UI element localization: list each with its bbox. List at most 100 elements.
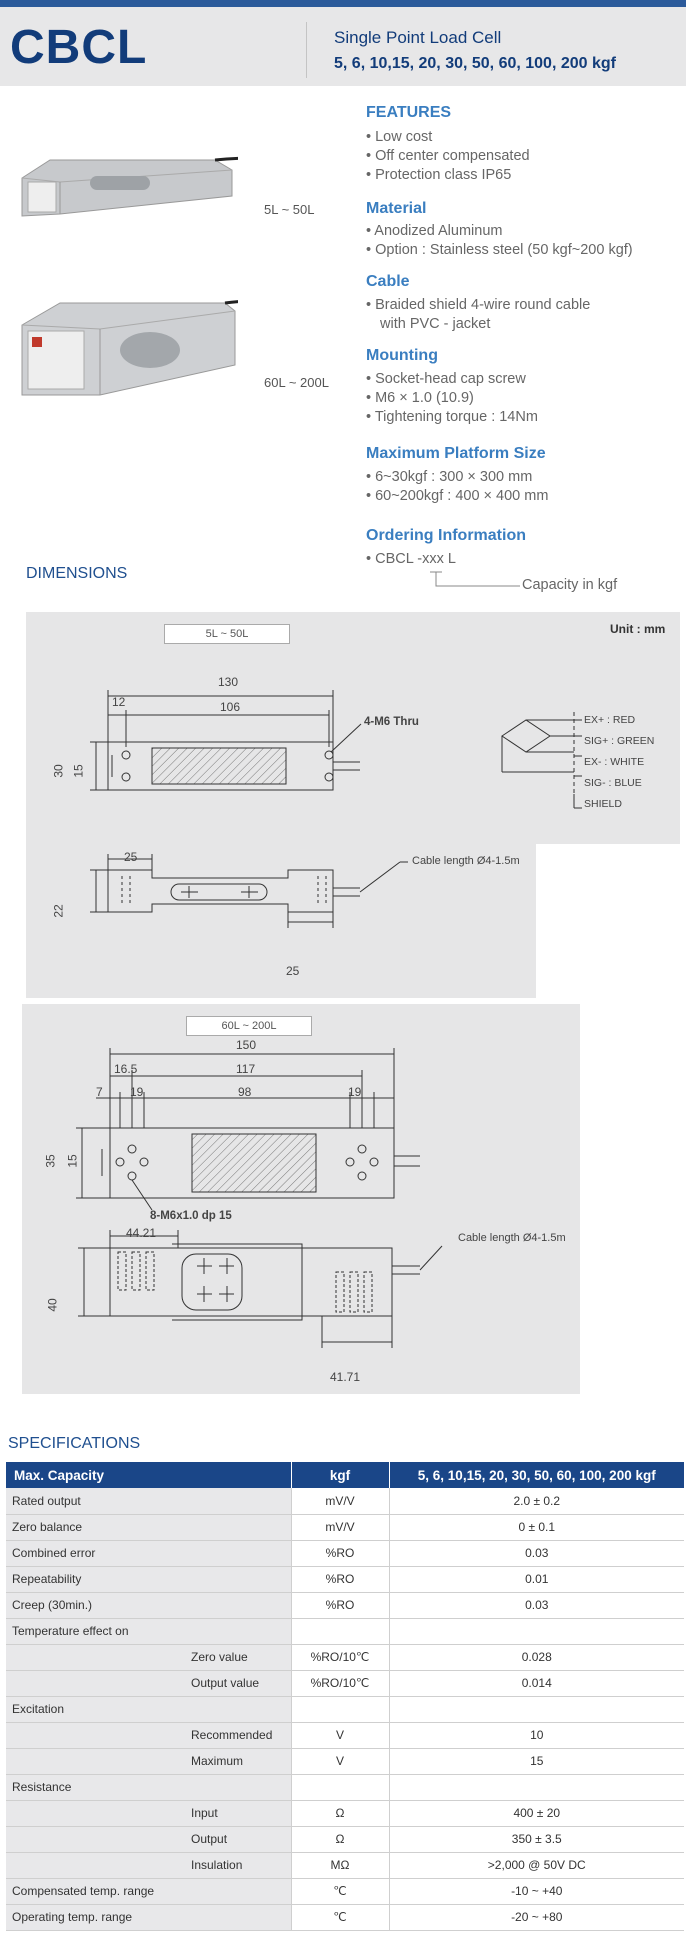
dim-41-71: 41.71 [330,1370,361,1384]
drawing-large-svg [76,1048,443,1348]
load-cell-large-image [20,295,256,405]
dim-25-bottom: 25 [286,964,300,978]
specifications-table: Max. Capacity kgf 5, 6, 10,15, 20, 30, 5… [6,1462,684,1931]
table-row: Operating temp. range ℃-20 ~ +80 [6,1904,684,1931]
cable-heading: Cable [366,273,410,290]
wire-green: SIG+ : GREEN [584,735,655,747]
row-unit: %RO [291,1566,390,1593]
row-value: 0.01 [389,1566,684,1593]
row-value [389,1618,684,1645]
row-unit [291,1618,390,1645]
drawing-small-svg [90,690,582,928]
row-unit [291,1696,390,1723]
small-range-label: 5L ~ 50L [264,202,315,217]
thru-label: 4-M6 Thru [364,716,419,728]
dim-15: 15 [71,764,86,778]
row-sublabel [181,1566,292,1593]
row-sublabel: Input [181,1800,292,1827]
drawing-panel-large [22,1004,580,1394]
row-sublabel: Insulation [181,1852,292,1879]
dim-19-right: 19 [348,1085,362,1099]
cable-label-small: Cable length Ø4-1.5m [412,855,520,867]
row-label: Compensated temp. range [6,1878,181,1905]
row-value: 15 [389,1748,684,1775]
dim-12: 12 [112,695,126,709]
wire-blue: SIG- : BLUE [584,777,642,789]
features-heading: FEATURES [366,104,452,121]
product-capacities: 5, 6, 10,15, 20, 30, 50, 60, 100, 200 kg… [334,55,616,72]
row-sublabel [181,1514,292,1541]
wire-red: EX+ : RED [584,714,636,726]
table-row: Compensated temp. range℃-10 ~ +40 [6,1878,684,1905]
dim-130: 130 [218,675,239,689]
row-sublabel [181,1904,292,1931]
row-unit: Ω [291,1800,390,1827]
row-unit: V [291,1722,390,1749]
row-value: 400 ± 20 [389,1800,684,1827]
row-label [6,1852,181,1879]
screw-label: 8-M6x1.0 dp 15 [150,1210,232,1222]
row-unit: V [291,1748,390,1775]
row-unit: ℃ [291,1904,390,1931]
row-unit: mV/V [291,1488,390,1515]
row-value: 0.014 [389,1670,684,1697]
row-value: 10 [389,1722,684,1749]
drawing-tag-small: 5L ~ 50L [164,624,290,644]
cable-label-large: Cable length Ø4-1.5m [458,1232,566,1244]
platform-heading: Maximum Platform Size [366,445,546,462]
row-label: Repeatability [6,1566,181,1593]
row-value: 0.03 [389,1540,684,1567]
dim-15-large: 15 [65,1154,80,1168]
material-heading: Material [366,200,427,217]
row-sublabel: Maximum [181,1748,292,1775]
table-header-row: Max. Capacity kgf 5, 6, 10,15, 20, 30, 5… [6,1462,684,1488]
row-sublabel: Recommended [181,1722,292,1749]
row-label: Resistance [6,1774,181,1801]
row-sublabel [181,1488,292,1515]
product-subtitle: Single Point Load Cell [334,28,502,47]
dim-19-left: 19 [130,1085,144,1099]
features-list: • Low cost• Off center compensated• Prot… [366,129,530,183]
row-unit: Ω [291,1826,390,1853]
specifications-title: SPECIFICATIONS [8,1435,141,1452]
material-list: • Anodized Aluminum• Option : Stainless … [366,223,633,258]
mounting-list: • Socket-head cap screw• M6 × 1.0 (10.9)… [366,371,538,425]
row-label [6,1644,181,1671]
row-unit: mV/V [291,1514,390,1541]
row-value: 2.0 ± 0.2 [389,1488,684,1515]
row-value: >2,000 @ 50V DC [389,1852,684,1879]
row-label [6,1826,181,1853]
dimensions-title: DIMENSIONS [26,565,128,582]
row-label: Excitation [6,1696,181,1723]
dim-106: 106 [220,700,241,714]
drawing-tag-large: 60L ~ 200L [186,1016,312,1036]
row-label: Temperature effect on [6,1618,181,1645]
row-label [6,1800,181,1827]
dim-150: 150 [236,1038,257,1052]
row-unit: %RO [291,1540,390,1567]
row-sublabel: Output value [181,1670,292,1697]
dim-40: 40 [45,1298,60,1312]
row-unit [291,1774,390,1801]
row-sublabel [181,1540,292,1567]
dim-25-top: 25 [124,850,138,864]
ordering-heading: Ordering Information [366,527,526,544]
row-value: -10 ~ +40 [389,1878,684,1905]
header-unit: kgf [291,1462,390,1488]
row-value: 350 ± 3.5 [389,1826,684,1853]
dim-7: 7 [96,1085,103,1099]
dim-16-5: 16.5 [114,1062,138,1076]
dim-44-21: 44.21 [126,1226,157,1240]
row-label: Operating temp. range [6,1904,181,1931]
row-value: -20 ~ +80 [389,1904,684,1931]
row-sublabel: Output [181,1826,292,1853]
